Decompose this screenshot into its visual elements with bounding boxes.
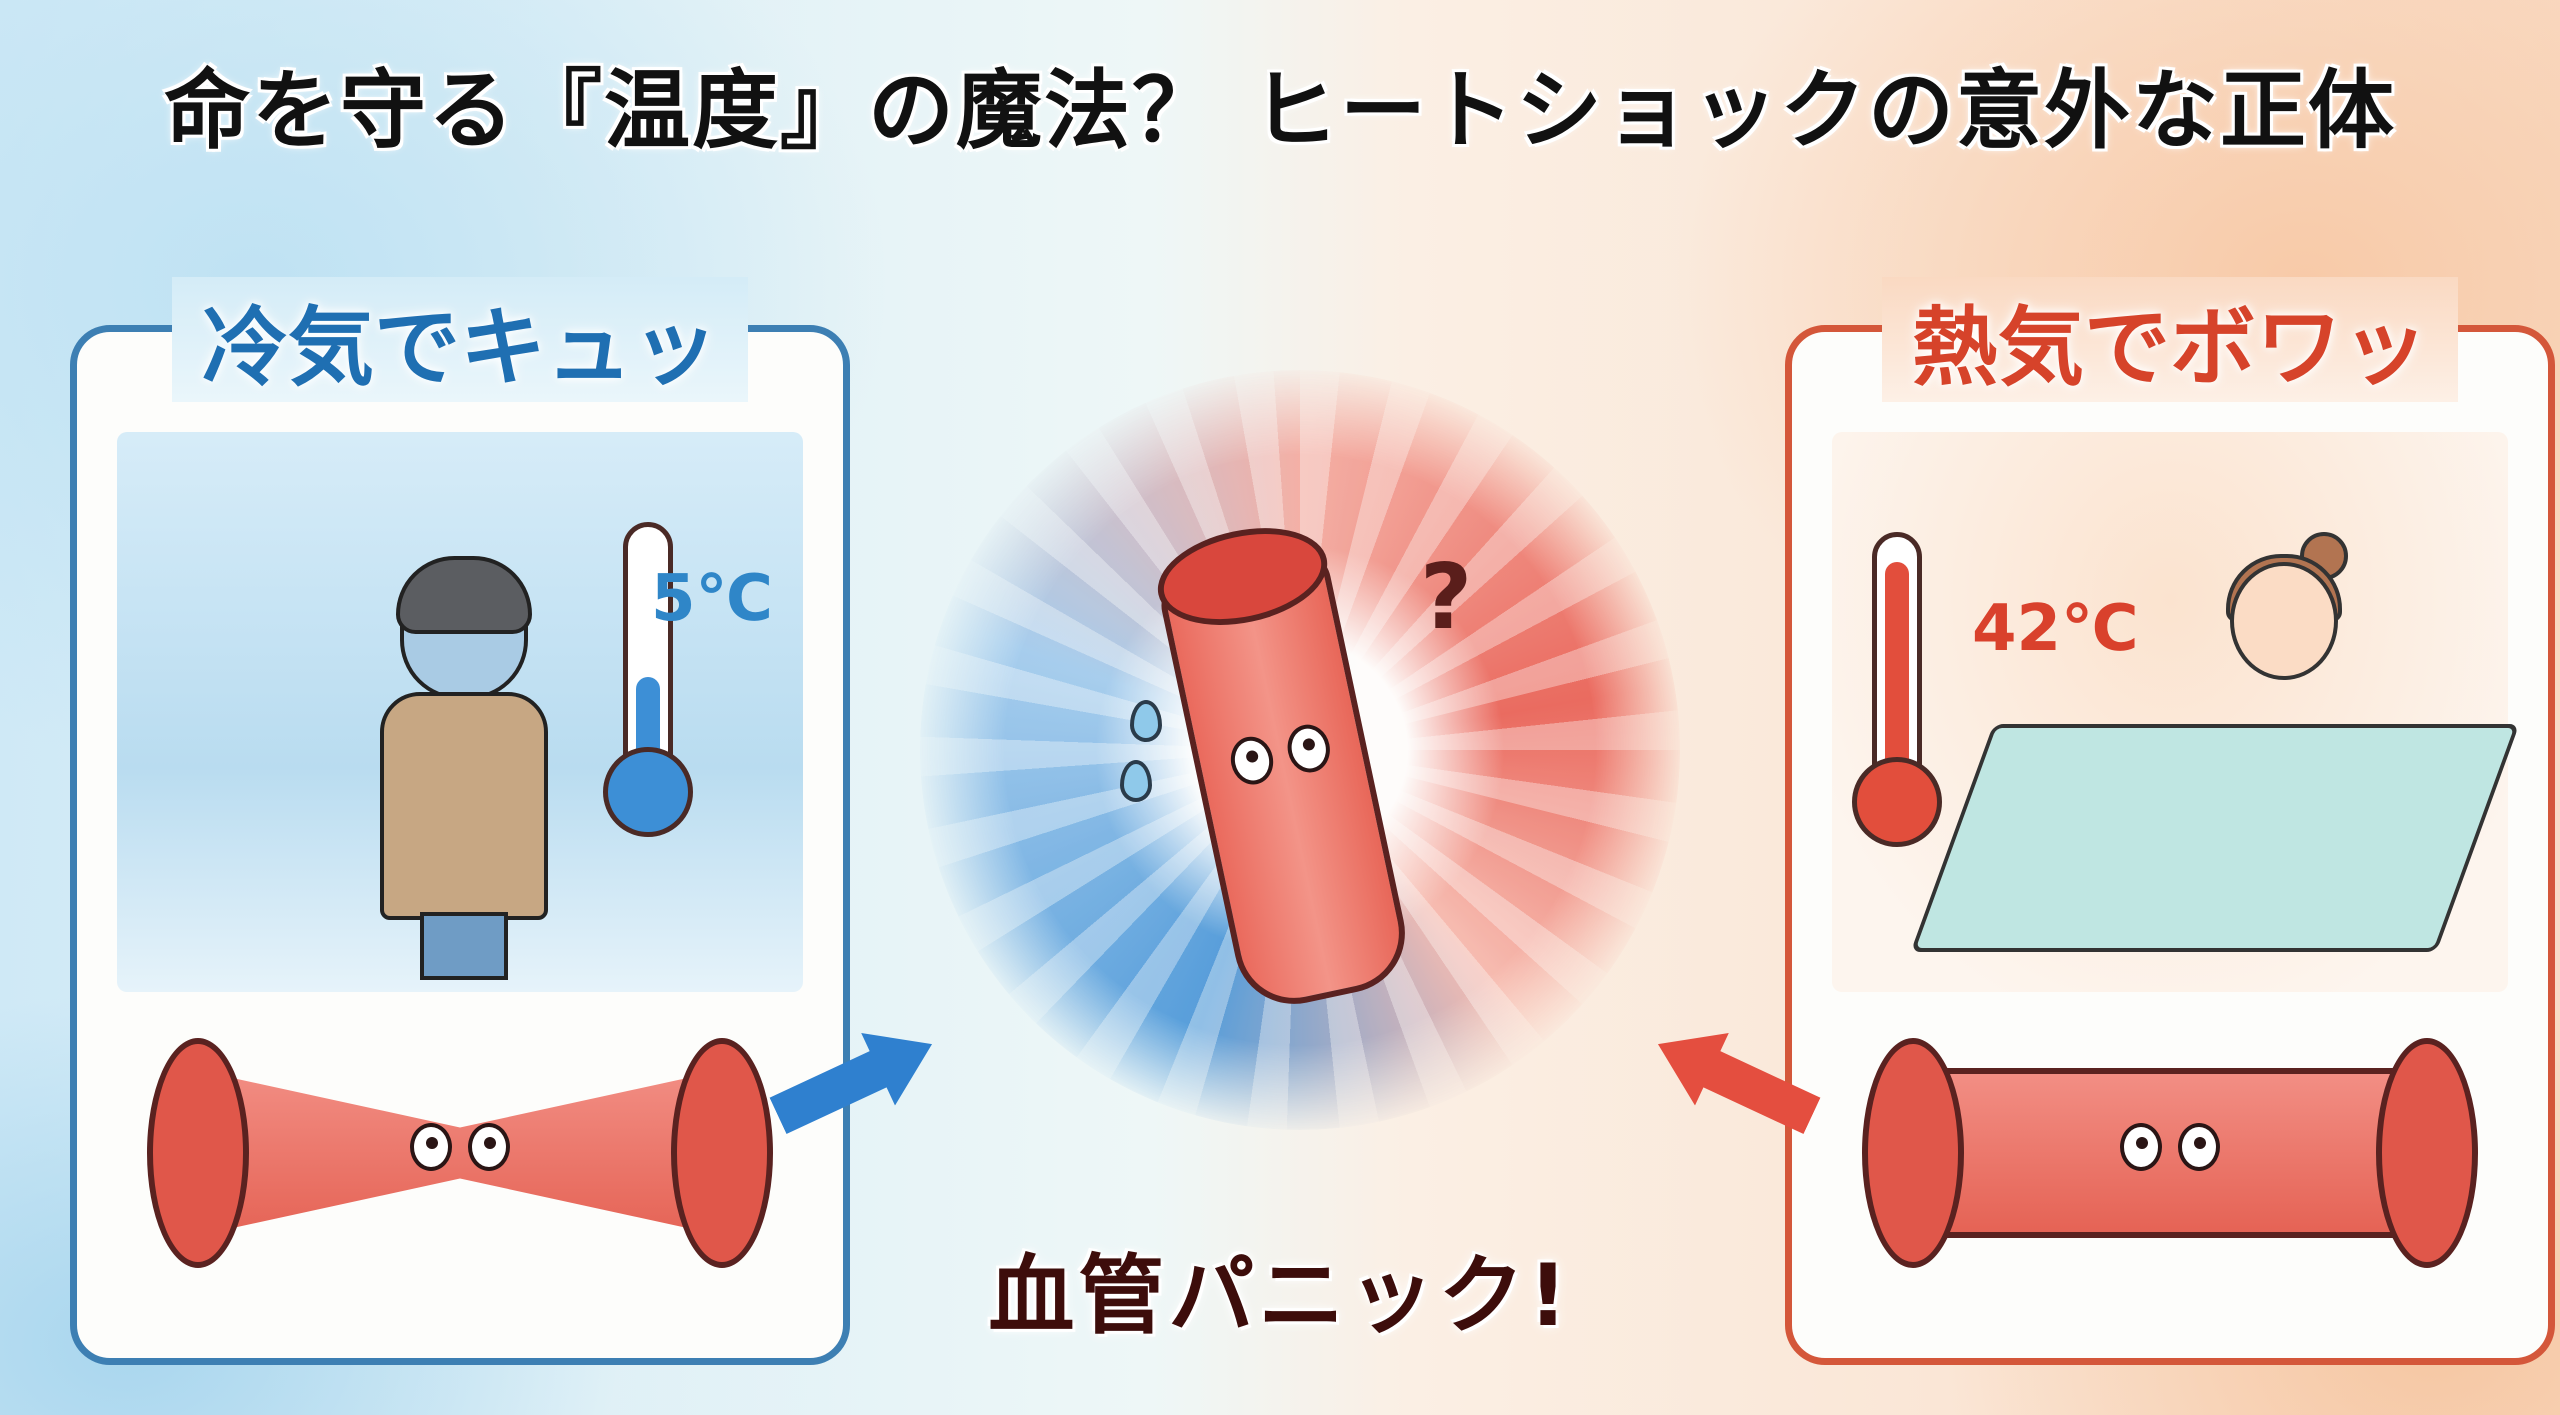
person-legs xyxy=(420,912,508,980)
vessel-end-left xyxy=(1862,1038,1964,1268)
shivering-person-illustration xyxy=(380,556,548,980)
sweat-drop-icon xyxy=(1120,760,1152,802)
thermometer-fill xyxy=(1885,562,1909,787)
person-hair xyxy=(396,556,532,634)
cold-thermometer-icon xyxy=(603,522,693,837)
hot-bath-scene: 42℃ xyxy=(1832,432,2520,992)
vessel-eye xyxy=(2120,1123,2162,1171)
hot-temperature-label: 42℃ xyxy=(1972,592,2139,666)
vessel-end-right xyxy=(2376,1038,2478,1268)
constricted-vessel-icon xyxy=(147,1038,773,1268)
vessel-eye xyxy=(2178,1123,2220,1171)
cold-temperature-label: 5℃ xyxy=(650,562,773,636)
vessel-confused-face xyxy=(1217,718,1347,802)
vessel-panic-caption: 血管パニック! xyxy=(988,1246,1572,1346)
vessel-eye xyxy=(1226,732,1278,788)
hot-thermometer-icon xyxy=(1852,532,1942,847)
vessel-end-right xyxy=(671,1038,773,1268)
cold-hallway-scene: 5℃ xyxy=(117,432,803,992)
hot-panel-label: 熱気でボワッ xyxy=(1882,277,2458,402)
bathtub-illustration xyxy=(1910,724,2520,952)
vessel-eye xyxy=(410,1123,452,1171)
cold-panel: 冷気でキュッ 5℃ xyxy=(70,277,850,1365)
question-mark-icon: ? xyxy=(1420,545,1473,650)
thermometer-bulb xyxy=(1852,757,1942,847)
hot-panel: 熱気でボワッ 42℃ xyxy=(1785,277,2555,1365)
vessel-body xyxy=(1902,1068,2438,1238)
cold-panel-label: 冷気でキュッ xyxy=(172,277,748,402)
woman-head xyxy=(2230,562,2338,680)
vessel-end-left xyxy=(147,1038,249,1268)
person-coat xyxy=(380,692,548,920)
dilated-vessel-icon xyxy=(1862,1038,2478,1268)
vessel-eye xyxy=(1283,720,1335,776)
sweat-drop-icon xyxy=(1130,700,1162,742)
vessel-surprised-face xyxy=(2110,1123,2230,1183)
vessel-eye xyxy=(468,1123,510,1171)
thermometer-bulb xyxy=(603,747,693,837)
vessel-worried-face xyxy=(400,1123,520,1183)
page-title: 命を守る『温度』の魔法？ ヒートショックの意外な正体 xyxy=(164,61,2396,161)
